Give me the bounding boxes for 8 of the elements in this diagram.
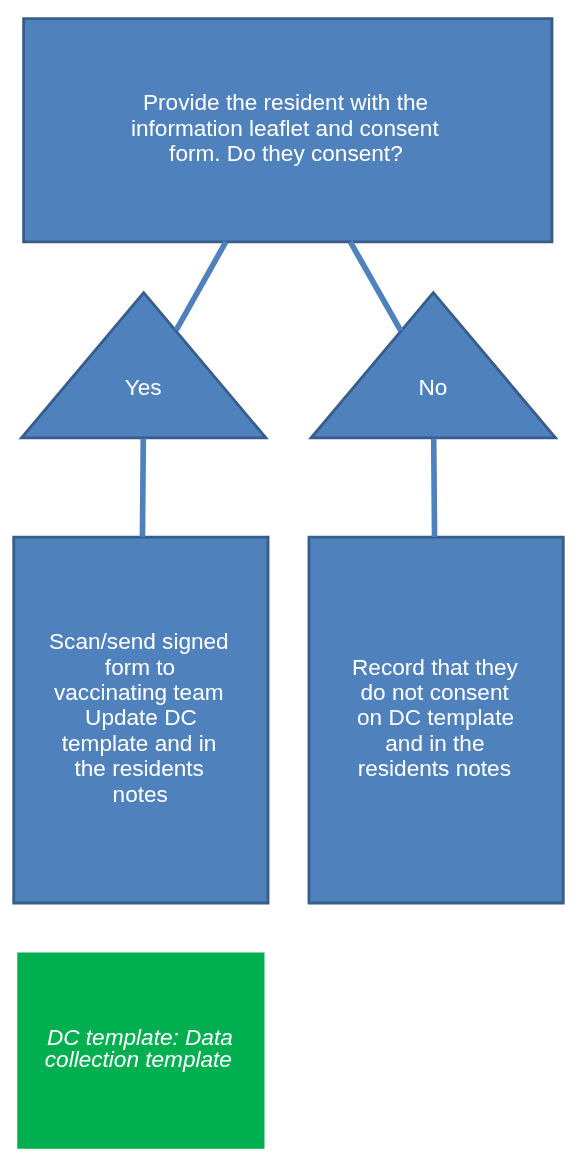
connector — [173, 240, 229, 332]
node-box: Record that they do not consent on DC template and in the residents notes — [307, 535, 565, 904]
node-box: DC template: Data collection template — [17, 951, 265, 1149]
connector — [430, 438, 438, 537]
connector — [139, 438, 147, 537]
node-box: Provide the resident with the information leaflet and consent form. Do they consent? — [22, 16, 554, 243]
connector — [347, 240, 404, 332]
node-box: Scan/send signed form to vaccinating team Update DC template and in the residents notes — [12, 535, 270, 904]
